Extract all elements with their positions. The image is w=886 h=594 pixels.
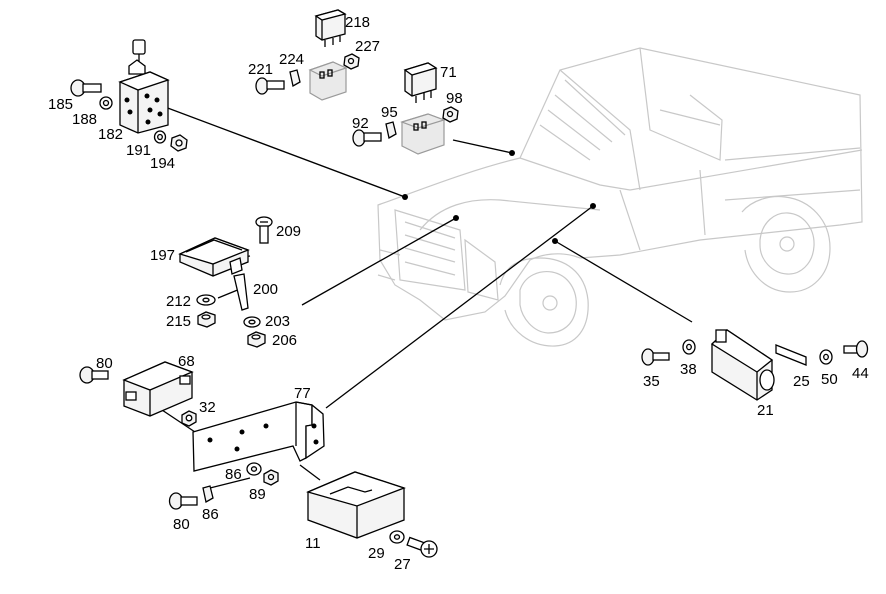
callout-80-lower: 80 xyxy=(173,516,190,533)
callout-95: 95 xyxy=(381,104,398,121)
callout-200: 200 xyxy=(253,281,278,298)
callout-188: 188 xyxy=(72,111,97,128)
screw-80-upper xyxy=(79,366,109,384)
callout-29: 29 xyxy=(368,545,385,562)
callout-35: 35 xyxy=(643,373,660,390)
nut-194 xyxy=(170,134,188,152)
bracket-200 xyxy=(233,273,249,311)
clip-224 xyxy=(289,69,301,88)
nut-215 xyxy=(197,311,216,328)
nut-206 xyxy=(247,331,266,348)
screw-27 xyxy=(406,536,438,558)
screw-35 xyxy=(641,348,670,366)
callout-21: 21 xyxy=(757,402,774,419)
control-unit-68 xyxy=(122,361,194,417)
callout-44: 44 xyxy=(852,365,869,382)
callout-92: 92 xyxy=(352,115,369,132)
washer-38 xyxy=(682,339,696,355)
leader-line-21 xyxy=(554,240,693,323)
leader-line-182 xyxy=(164,106,406,198)
nut-98 xyxy=(442,106,459,123)
bracket-77 xyxy=(192,401,325,472)
callout-191: 191 xyxy=(126,142,151,159)
relay-base-224 xyxy=(308,61,348,101)
callout-212: 212 xyxy=(166,293,191,310)
washer-50 xyxy=(819,349,833,365)
callout-218: 218 xyxy=(345,14,370,31)
callout-labels: 218 227 224 221 71 98 95 92 185 188 182 … xyxy=(48,14,869,573)
relay-base-95 xyxy=(400,113,446,155)
callout-25: 25 xyxy=(793,373,810,390)
callout-224: 224 xyxy=(279,51,304,68)
callout-71: 71 xyxy=(440,64,457,81)
callout-86-lower: 86 xyxy=(202,506,219,523)
washer-203 xyxy=(243,316,261,328)
callout-194: 194 xyxy=(150,155,175,172)
control-unit-21 xyxy=(710,329,775,401)
callout-203: 203 xyxy=(265,313,290,330)
callout-32: 32 xyxy=(199,399,216,416)
washer-212 xyxy=(196,294,216,306)
nut-32 xyxy=(181,410,197,427)
callout-227: 227 xyxy=(355,38,380,55)
control-unit-11 xyxy=(306,471,406,539)
module-197 xyxy=(178,237,250,277)
valve-block-182 xyxy=(118,39,170,134)
callout-11: 11 xyxy=(305,535,321,552)
callout-197: 197 xyxy=(150,247,175,264)
washer-86-upper xyxy=(246,462,262,476)
callout-38: 38 xyxy=(680,361,697,378)
nut-227 xyxy=(343,53,360,70)
relay-71 xyxy=(403,62,438,103)
vehicle-outline xyxy=(377,47,863,347)
bracket-25 xyxy=(775,344,807,366)
callout-98: 98 xyxy=(446,90,463,107)
leader-lines xyxy=(161,106,693,489)
callout-86-upper: 86 xyxy=(225,466,242,483)
washer-86-lower xyxy=(202,485,214,504)
callout-206: 206 xyxy=(272,332,297,349)
screw-92 xyxy=(352,129,382,147)
screw-185 xyxy=(70,79,102,97)
callout-185: 185 xyxy=(48,96,73,113)
screw-44 xyxy=(843,340,869,358)
nut-89 xyxy=(263,469,279,486)
leader-line-77 xyxy=(325,205,594,409)
callout-77: 77 xyxy=(294,385,311,402)
washer-191 xyxy=(153,130,167,144)
leader-line-200 xyxy=(301,217,457,306)
relay-218 xyxy=(314,9,347,47)
callout-27: 27 xyxy=(394,556,411,573)
screw-221 xyxy=(255,77,285,95)
callout-221: 221 xyxy=(248,61,273,78)
callout-50: 50 xyxy=(821,371,838,388)
washer-188 xyxy=(99,96,113,110)
clip-95 xyxy=(385,121,397,140)
callout-209: 209 xyxy=(276,223,301,240)
washer-29 xyxy=(389,530,405,544)
callout-182: 182 xyxy=(98,126,123,143)
leader-line-relay-71 xyxy=(452,139,513,154)
callout-215: 215 xyxy=(166,313,191,330)
callout-68: 68 xyxy=(178,353,195,370)
callout-80-upper: 80 xyxy=(96,355,113,372)
screw-80-lower xyxy=(168,492,198,510)
callout-89: 89 xyxy=(249,486,266,503)
screw-209 xyxy=(255,216,273,244)
